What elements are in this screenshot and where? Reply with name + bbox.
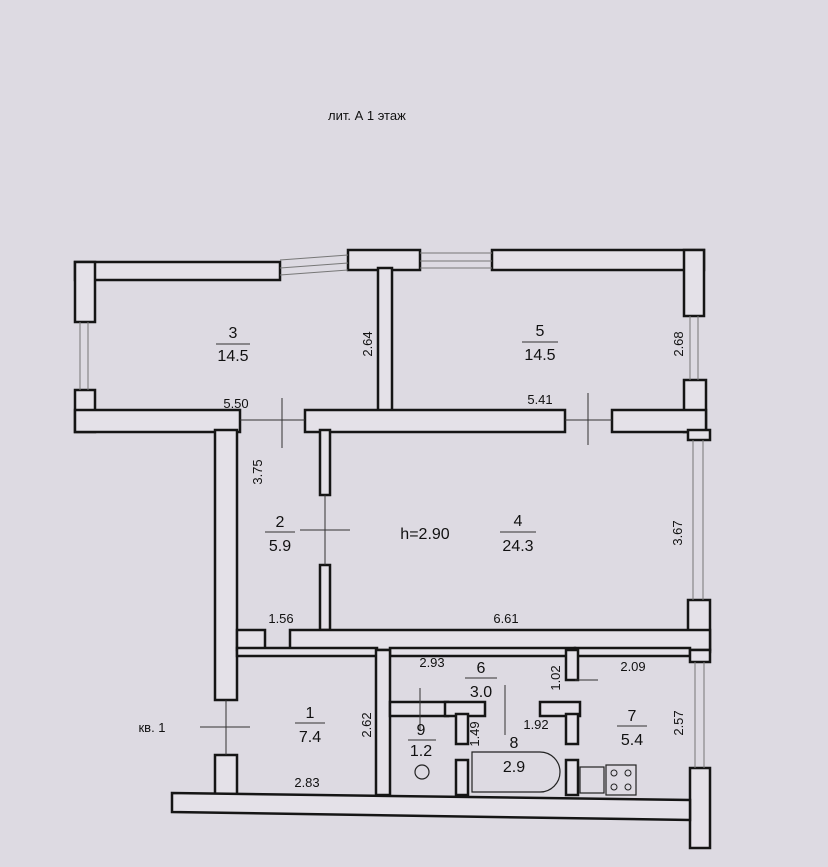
- dim-room1-depth: 2.62: [359, 712, 374, 737]
- room-9-number: 9: [417, 722, 426, 739]
- bathtub-icon: [471, 751, 561, 793]
- room-8-number: 8: [510, 735, 519, 752]
- room-9-area: 1.2: [410, 743, 432, 760]
- room-2-number: 2: [276, 514, 285, 531]
- dim-room7-width: 2.09: [620, 659, 645, 674]
- dim-room4-length: 6.61: [493, 611, 518, 626]
- room-8-area: 2.9: [503, 759, 525, 776]
- door-markers: [200, 393, 612, 755]
- room-1-number: 1: [306, 705, 315, 722]
- dim-room5-width: 5.41: [527, 392, 552, 407]
- dim-room7-depth: 2.57: [671, 710, 686, 735]
- room-1-area: 7.4: [299, 729, 321, 746]
- dimension-labels: 5.50 2.64 5.41 2.68 3.75 1.56 6.61 3.67 …: [223, 331, 686, 790]
- room-2-area: 5.9: [269, 538, 291, 555]
- room-6-area: 3.0: [470, 684, 492, 701]
- room-5-number: 5: [536, 323, 545, 340]
- dim-room4-depth: 3.67: [670, 520, 685, 545]
- toilet-icon: [414, 764, 430, 780]
- room-4-number: 4: [514, 513, 523, 530]
- room-3-number: 3: [229, 325, 238, 342]
- dim-room8-width: 1.92: [523, 717, 548, 732]
- sink-icon: [579, 766, 605, 794]
- windows: [79, 252, 705, 768]
- dim-room2-width: 1.56: [268, 611, 293, 626]
- stove-icon: [605, 764, 637, 796]
- ceiling-height: h=2.90: [400, 526, 449, 543]
- room-5-area: 14.5: [524, 347, 555, 364]
- fixtures: [414, 751, 637, 796]
- apartment-label: кв. 1: [138, 720, 165, 735]
- room-4-area: 24.3: [502, 538, 533, 555]
- room-labels: 3 14.5 5 14.5 2 5.9 h=2.90 4 24.3 1 7.4 …: [138, 323, 647, 776]
- dim-room3-width: 5.50: [223, 396, 248, 411]
- dim-room6-length: 2.93: [419, 655, 444, 670]
- dim-room2-length: 3.75: [250, 459, 265, 484]
- room-3-area: 14.5: [217, 348, 248, 365]
- dim-room8-depth: 1.49: [467, 721, 482, 746]
- dim-room5-depth: 2.68: [671, 331, 686, 356]
- room-7-number: 7: [628, 708, 637, 725]
- room-7-area: 5.4: [621, 732, 643, 749]
- room-6-number: 6: [477, 660, 486, 677]
- dim-room3-depth: 2.64: [360, 331, 375, 356]
- plan-title: лит. А 1 этаж: [328, 108, 406, 123]
- walls: [73, 248, 712, 850]
- dim-room1-width: 2.83: [294, 775, 319, 790]
- dim-room6-width: 1.02: [548, 665, 563, 690]
